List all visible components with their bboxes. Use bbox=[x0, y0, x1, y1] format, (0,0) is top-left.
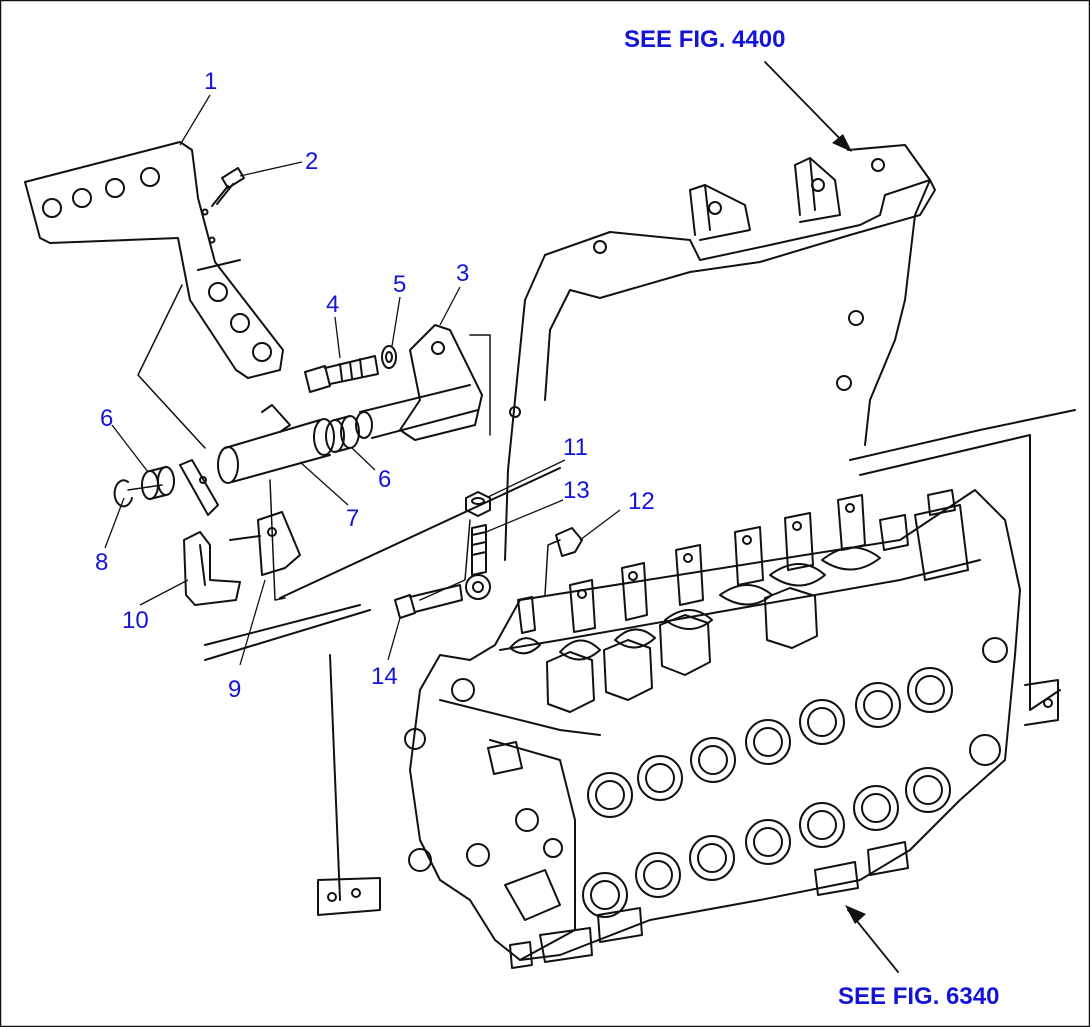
bushing-right bbox=[325, 415, 360, 453]
callout-9: 9 bbox=[228, 676, 242, 703]
callout-10: 10 bbox=[122, 607, 149, 634]
pedal-lever bbox=[24, 141, 284, 379]
callout-12: 12 bbox=[628, 488, 655, 515]
callout-4: 4 bbox=[326, 291, 340, 318]
callout-1: 1 bbox=[204, 68, 218, 95]
vehicle-frame bbox=[204, 144, 1076, 916]
arrowheads bbox=[832, 134, 866, 924]
clip bbox=[183, 531, 241, 606]
callout-6-left: 6 bbox=[100, 405, 114, 432]
rod-bolt bbox=[394, 584, 463, 619]
callout-13: 13 bbox=[563, 477, 590, 504]
callout-2: 2 bbox=[305, 148, 319, 175]
reference-label-bottom: SEE FIG. 6340 bbox=[838, 983, 1000, 1010]
snap-ring bbox=[113, 479, 133, 508]
control-valve bbox=[404, 489, 1021, 969]
callout-14: 14 bbox=[371, 663, 398, 690]
rod-end bbox=[465, 524, 491, 600]
hex-nut bbox=[465, 491, 491, 517]
callout-8: 8 bbox=[95, 549, 109, 576]
callout-11: 11 bbox=[563, 434, 588, 461]
sleeve-tube bbox=[179, 404, 335, 516]
callout-5: 5 bbox=[393, 271, 407, 298]
reference-label-top: SEE FIG. 4400 bbox=[624, 26, 786, 53]
callout-6-right: 6 bbox=[378, 466, 392, 493]
screw bbox=[211, 167, 245, 207]
callout-leaders bbox=[104, 94, 621, 666]
bracket-with-pin bbox=[355, 324, 483, 441]
callout-7: 7 bbox=[346, 505, 360, 532]
bolt bbox=[304, 355, 379, 393]
washer bbox=[381, 345, 397, 369]
callout-3: 3 bbox=[456, 260, 470, 287]
cap-nut bbox=[555, 527, 583, 557]
assembly-lines bbox=[127, 284, 561, 601]
